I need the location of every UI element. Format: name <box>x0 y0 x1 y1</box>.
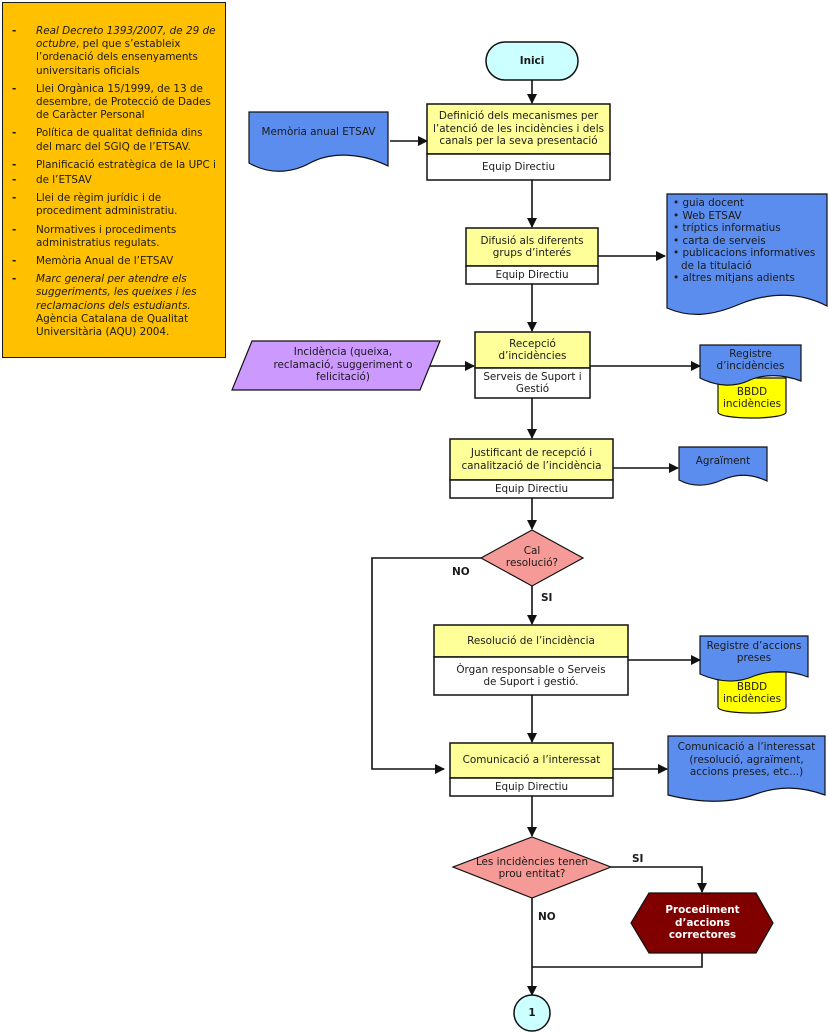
step6-title-box <box>449 742 614 779</box>
output2-item: • tríptics informatius <box>673 222 781 234</box>
bullet-dash: - <box>12 158 17 171</box>
legal-source-item: -Llei de règim jurídic i de procediment … <box>12 192 178 218</box>
step1-owner: Equip Directiu <box>481 160 556 173</box>
step4-owner-box <box>449 479 614 499</box>
bullet-dash: - <box>12 255 17 268</box>
output2-list: • guia docent • Web ETSAV • tríptics inf… <box>673 197 815 285</box>
decision1-question: Cal resolució? <box>505 544 559 570</box>
step5-owner-box <box>433 656 629 696</box>
step5-title: Resolució de l’incidència <box>467 634 595 647</box>
arrow-decision1-no-step6 <box>371 557 481 774</box>
output5-document-shape <box>699 635 809 682</box>
step6-title: Comunicació a l’interessat <box>462 754 601 767</box>
output4-document-shape <box>678 446 768 486</box>
input3-label: Incidència (queixa, reclamació, suggerim… <box>273 346 413 384</box>
step2-title: Difusió als diferents grups d’interés <box>480 234 584 260</box>
step4-title-box <box>449 438 614 481</box>
subprocess-label[interactable]: Procediment d’accions correctores <box>665 904 740 942</box>
output2-item: • guia docent <box>673 197 744 209</box>
step3-owner: Serveis de Suport i Gestió <box>483 370 582 396</box>
output4-label: Agraïment <box>695 454 751 467</box>
output6-document-shape <box>667 735 826 802</box>
input1-label: Memòria anual ETSAV <box>261 125 376 138</box>
start-terminator <box>485 41 579 81</box>
output2-item: • altres mitjans adients <box>673 272 795 284</box>
output3-document-shape <box>699 344 802 386</box>
bullet-dash: - <box>12 127 17 140</box>
legal-source-item: -Planificació estratègica de la UPC i <box>12 158 216 171</box>
input3-parallelogram-shape <box>231 340 441 391</box>
decision2-yes-label: SI <box>632 853 644 865</box>
legal-sources-panel: -Real Decreto 1393/2007, de 29 de octubr… <box>2 2 226 358</box>
subprocess-hexagon <box>630 892 774 954</box>
step2-title-box <box>465 227 599 267</box>
start-label: Inici <box>519 54 545 67</box>
legal-source-item: -Llei Orgànica 15/1999, de 13 de desembr… <box>12 82 211 122</box>
step3-title: Recepció d’incidències <box>498 337 567 363</box>
decision1-diamond <box>479 529 585 587</box>
connectors <box>371 80 707 996</box>
output6-label: Comunicació a l’interessat (resolució, a… <box>677 741 816 779</box>
step6-owner: Equip Directiu <box>494 780 569 793</box>
decision2-question: Les incidències tenen prou entitat? <box>475 855 589 881</box>
connector-label: 1 <box>528 1006 536 1019</box>
bullet-dash: - <box>12 192 17 205</box>
arrow-decision2-yes-subprocess <box>611 866 707 893</box>
legal-source-item: -Marc general per atendre els suggerimen… <box>12 273 197 339</box>
step4-title: Justificant de recepció i canalització d… <box>461 447 602 472</box>
legal-source-item: -de l’ETSAV <box>12 174 92 187</box>
line-subprocess-merge <box>532 953 703 968</box>
output2-item: • Web ETSAV <box>673 209 742 222</box>
bullet-dash: - <box>12 25 17 37</box>
step2-owner-box <box>465 265 599 285</box>
bullet-dash: - <box>12 174 17 187</box>
connector-circle <box>513 994 551 1032</box>
legal-sources-list: -Real Decreto 1393/2007, de 29 de octubr… <box>9 25 217 339</box>
step3-title-box <box>474 331 591 369</box>
legal-source-item: -Política de qualitat definida dins del … <box>12 127 203 153</box>
step5-title-box <box>433 624 629 658</box>
step1-title: Definició dels mecanismes per l’atenció … <box>433 110 604 148</box>
bullet-dash: - <box>12 82 17 95</box>
step3-owner-box <box>474 367 591 399</box>
output3-db-label: BBDD incidències <box>722 385 782 411</box>
decision1-yes-label: SI <box>541 592 553 604</box>
output5-database-shape <box>717 671 787 714</box>
legal-source-item: -Memòria Anual de l’ETSAV <box>12 255 174 268</box>
output3-database-shape <box>717 377 787 419</box>
bullet-dash: - <box>12 273 17 286</box>
output2-item: • publicacions informatives <box>673 247 816 259</box>
output2-document-shape <box>666 193 828 315</box>
step6-owner-box <box>449 777 614 797</box>
step2-owner: Equip Directiu <box>495 268 569 281</box>
legal-source-item: -Real Decreto 1393/2007, de 29 de octubr… <box>12 25 216 77</box>
step1-owner-box <box>426 153 611 181</box>
bullet-dash: - <box>12 223 17 236</box>
step5-owner: Òrgan responsable o Serveis de Suport i … <box>456 663 606 689</box>
decision2-no-label: NO <box>538 911 556 923</box>
legal-source-item: -Normatives i procediments administratiu… <box>12 223 177 249</box>
decision2-diamond <box>451 836 613 899</box>
output2-item: • carta de serveis <box>673 234 766 247</box>
step4-owner: Equip Directiu <box>494 482 569 495</box>
input1-document-shape <box>248 111 389 172</box>
decision1-no-label: NO <box>452 566 470 578</box>
output2-item: de la titulació <box>681 259 752 272</box>
output5-doc-label: Registre d’accions preses <box>706 639 802 665</box>
output3-doc-label: Registre d’incidències <box>716 347 785 373</box>
output5-db-label: BBDD incidències <box>722 680 782 706</box>
